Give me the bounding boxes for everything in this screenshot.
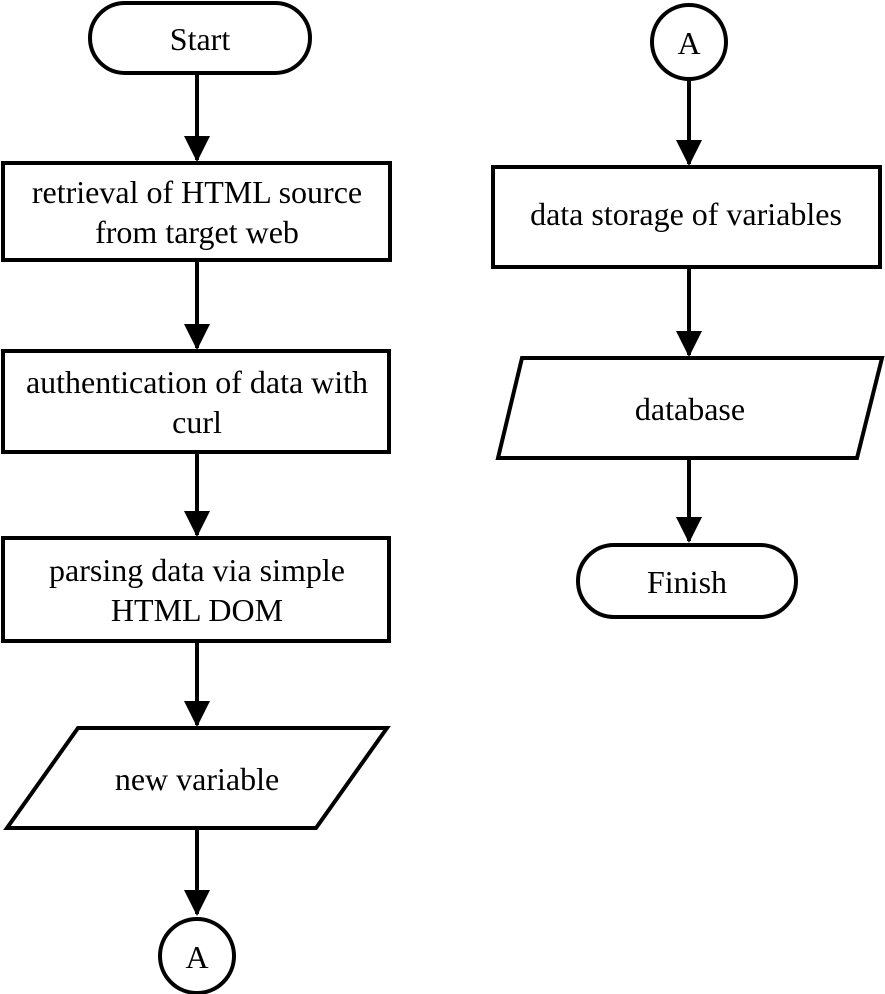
connector-a-right-label: A <box>677 25 700 61</box>
parsing-node: parsing data via simple HTML DOM <box>1 536 391 643</box>
start-terminator-shape <box>88 1 312 75</box>
start-label: Start <box>170 21 231 57</box>
finish-terminator-shape <box>576 543 798 619</box>
parsing-label-line1: parsing data via simple <box>49 552 345 588</box>
authentication-node: authentication of data with curl <box>1 349 391 454</box>
start-node: Start <box>88 1 312 75</box>
finish-label: Finish <box>647 564 727 600</box>
retrieval-process-box <box>1 161 392 262</box>
authentication-label-line2: curl <box>172 404 222 440</box>
database-parallelogram <box>495 356 885 460</box>
data-storage-process-box <box>491 165 882 269</box>
authentication-label-line1: authentication of data with <box>26 364 368 400</box>
connector-a-left-label: A <box>185 939 208 975</box>
database-label: database <box>635 391 745 427</box>
new-variable-node: new variable <box>3 726 391 830</box>
finish-node: Finish <box>576 543 798 619</box>
parsing-process-box <box>1 536 391 643</box>
new-variable-label: new variable <box>115 761 279 797</box>
database-node: database <box>495 356 885 460</box>
connector-a-right-node: A <box>650 3 728 81</box>
retrieval-label-line1: retrieval of HTML source <box>32 174 362 210</box>
connector-a-left-circle <box>158 917 236 994</box>
data-storage-node: data storage of variables <box>491 165 882 269</box>
parsing-label-line2: HTML DOM <box>111 592 283 628</box>
connector-a-left-node: A <box>158 917 236 994</box>
retrieval-label-line2: from target web <box>95 214 299 250</box>
new-variable-parallelogram <box>3 726 391 830</box>
retrieval-node: retrieval of HTML source from target web <box>1 161 392 262</box>
data-storage-label: data storage of variables <box>530 196 842 232</box>
